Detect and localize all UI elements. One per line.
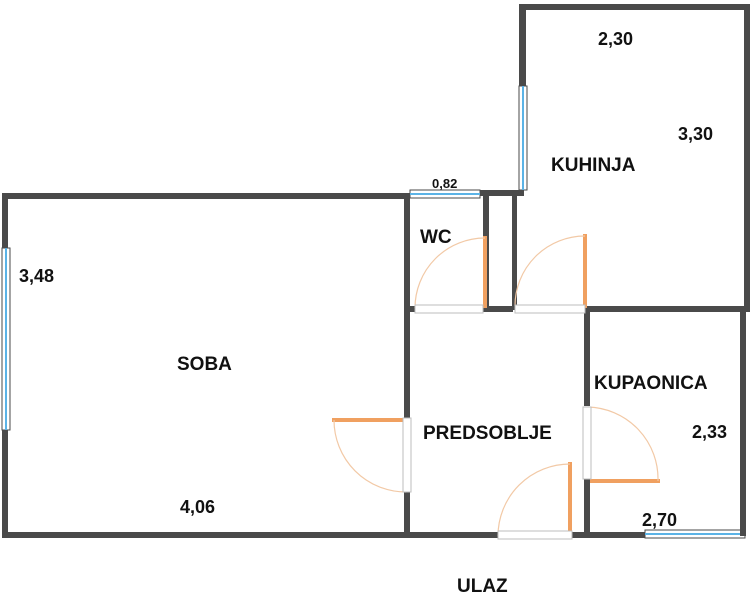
dimension-kuhinja-height: 3,30	[678, 124, 713, 144]
kupaonica-left-wall-upper	[584, 306, 590, 406]
room-label-wc: WC	[420, 227, 452, 248]
soba-door-opening	[402, 417, 412, 493]
shaft-wall	[512, 196, 517, 310]
entrance-door-swing	[497, 463, 571, 537]
wc-bottom-right	[483, 306, 513, 312]
dimension-labels: 3,48 4,06 0,82 2,30 3,30 2,33 2,70	[19, 29, 727, 530]
dimension-soba-width: 4,06	[180, 497, 215, 517]
kuhinja-door-swing	[514, 235, 586, 307]
soba-top-wall	[2, 193, 408, 199]
room-labels: SOBA WC KUHINJA PREDSOBLJE KUPAONICA	[177, 155, 708, 444]
kuhinja-top-wall	[519, 4, 750, 10]
kupaonica-left-wall-lower	[584, 478, 590, 538]
bottom-wall-left	[2, 532, 498, 538]
soba-door-swing	[333, 419, 407, 493]
kuhinja-left-wall-upper	[519, 4, 526, 86]
dimension-soba-height: 3,48	[19, 266, 54, 286]
room-label-soba: SOBA	[177, 354, 232, 375]
doors	[332, 234, 660, 540]
wc-bottom-stub	[404, 306, 416, 312]
dimension-wc-width: 0,82	[432, 176, 457, 191]
kuhinja-right-wall	[744, 4, 750, 312]
kupaonica-right-wall	[740, 306, 746, 536]
soba-partition-lower	[404, 492, 410, 538]
room-label-kuhinja: KUHINJA	[551, 155, 636, 176]
room-label-predsoblje: PREDSOBLJE	[423, 423, 552, 444]
windows	[1, 85, 746, 539]
soba-left-wall-lower	[2, 430, 8, 538]
wc-top-wall-right	[480, 190, 524, 196]
dimension-kupaonica-width: 2,70	[642, 510, 677, 530]
wc-door-opening	[414, 304, 484, 314]
entrance-door-opening	[497, 530, 573, 540]
soba-partition-upper	[404, 193, 410, 418]
wc-door-swing	[414, 237, 486, 309]
kuhinja-door-opening	[514, 304, 586, 314]
dimension-kuhinja-width: 2,30	[598, 29, 633, 49]
soba-left-wall-upper	[2, 193, 8, 248]
dimension-kupaonica-height: 2,33	[692, 422, 727, 442]
bottom-wall-right	[572, 532, 645, 538]
kupaonica-door-opening	[582, 406, 592, 480]
room-label-kupaonica: KUPAONICA	[594, 373, 708, 394]
entrance-label: ULAZ	[457, 576, 508, 597]
kupaonica-door-swing	[587, 406, 659, 482]
walls	[2, 4, 750, 538]
kuhinja-bottom-wall	[586, 306, 750, 312]
